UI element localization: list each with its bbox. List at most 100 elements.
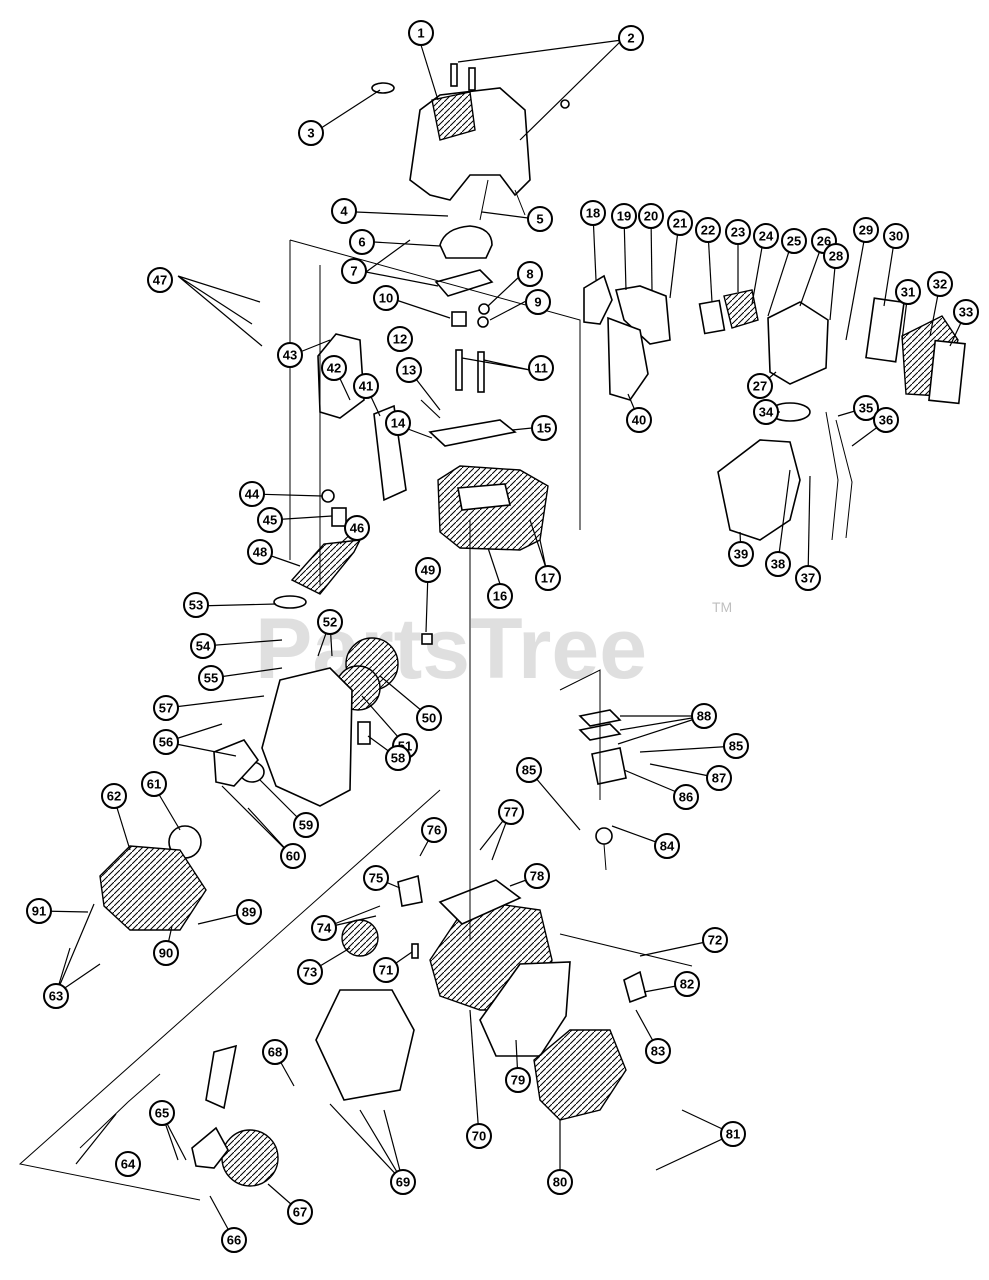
svg-text:30: 30 [889, 229, 903, 244]
svg-text:52: 52 [323, 615, 337, 630]
svg-text:57: 57 [159, 701, 173, 716]
svg-text:26: 26 [817, 234, 831, 249]
callout-69: 69 [390, 1169, 416, 1195]
svg-text:59: 59 [299, 818, 313, 833]
svg-text:13: 13 [402, 363, 416, 378]
callout-15: 15 [531, 415, 557, 441]
callout-83: 83 [645, 1038, 671, 1064]
callout-49: 49 [415, 557, 441, 583]
callout-58: 58 [385, 745, 411, 771]
callout-4: 4 [331, 198, 357, 224]
svg-text:67: 67 [293, 1205, 307, 1220]
svg-text:6: 6 [358, 235, 365, 250]
svg-text:82: 82 [680, 977, 694, 992]
callout-50: 50 [416, 705, 442, 731]
svg-text:56: 56 [159, 735, 173, 750]
callout-29: 29 [853, 217, 879, 243]
svg-text:58: 58 [391, 751, 405, 766]
svg-text:4: 4 [340, 204, 348, 219]
svg-text:42: 42 [327, 361, 341, 376]
callout-9: 9 [525, 289, 551, 315]
callout-19: 19 [611, 203, 637, 229]
callout-47: 47 [147, 267, 173, 293]
svg-text:78: 78 [530, 869, 544, 884]
svg-text:9: 9 [534, 295, 541, 310]
svg-text:68: 68 [268, 1045, 282, 1060]
part-spark-arrestor [290, 539, 362, 595]
callout-14: 14 [385, 410, 411, 436]
svg-text:45: 45 [263, 513, 277, 528]
callout-59: 59 [293, 812, 319, 838]
svg-text:47: 47 [153, 273, 167, 288]
callout-27: 27 [747, 373, 773, 399]
svg-text:87: 87 [712, 771, 726, 786]
svg-text:32: 32 [933, 277, 947, 292]
callout-53: 53 [183, 592, 209, 618]
callout-81: 81 [720, 1121, 746, 1147]
callout-labels: 1 2 3 4 5 6 7 8 9 10 11 12 13 14 15 16 1… [26, 20, 979, 1253]
svg-text:35: 35 [859, 401, 873, 416]
callout-87: 87 [706, 765, 732, 791]
callout-70: 70 [466, 1123, 492, 1149]
callout-72: 72 [702, 927, 728, 953]
callout-62: 62 [101, 783, 127, 809]
callout-77: 77 [498, 799, 524, 825]
callout-85b: 85 [723, 733, 749, 759]
svg-text:7: 7 [350, 264, 357, 279]
callout-13: 13 [396, 357, 422, 383]
svg-text:71: 71 [379, 963, 393, 978]
callout-8: 8 [517, 261, 543, 287]
callout-74: 74 [311, 915, 337, 941]
callout-68: 68 [262, 1039, 288, 1065]
svg-text:55: 55 [204, 671, 218, 686]
svg-text:19: 19 [617, 209, 631, 224]
callout-91: 91 [26, 898, 52, 924]
callout-34: 34 [753, 399, 779, 425]
svg-text:80: 80 [553, 1175, 567, 1190]
svg-text:54: 54 [196, 639, 211, 654]
svg-text:18: 18 [586, 206, 600, 221]
svg-text:84: 84 [660, 839, 675, 854]
part-cover-vents [431, 91, 476, 141]
svg-text:29: 29 [859, 223, 873, 238]
callout-63: 63 [43, 983, 69, 1009]
svg-text:90: 90 [159, 946, 173, 961]
callout-37: 37 [795, 565, 821, 591]
svg-text:22: 22 [701, 223, 715, 238]
svg-text:43: 43 [283, 348, 297, 363]
part-clutch-housing [261, 667, 353, 807]
part-crankcase-cover [533, 1029, 627, 1121]
svg-text:33: 33 [959, 305, 973, 320]
svg-text:28: 28 [829, 249, 843, 264]
callout-57: 57 [153, 695, 179, 721]
callout-86: 86 [673, 784, 699, 810]
callout-24: 24 [753, 223, 779, 249]
callout-5: 5 [527, 206, 553, 232]
svg-text:44: 44 [245, 487, 260, 502]
callout-1: 1 [408, 20, 434, 46]
svg-text:15: 15 [537, 421, 551, 436]
callout-76: 76 [421, 817, 447, 843]
callout-67: 67 [287, 1199, 313, 1225]
svg-text:5: 5 [536, 212, 543, 227]
part-crankcase-side [315, 989, 415, 1101]
callout-90: 90 [153, 940, 179, 966]
callout-54: 54 [190, 633, 216, 659]
callout-16: 16 [487, 583, 513, 609]
callout-44: 44 [239, 481, 265, 507]
callout-7: 7 [341, 258, 367, 284]
svg-text:53: 53 [189, 598, 203, 613]
svg-text:40: 40 [632, 413, 646, 428]
svg-text:46: 46 [350, 521, 364, 536]
svg-text:2: 2 [627, 31, 634, 46]
callout-21: 21 [667, 210, 693, 236]
svg-text:1: 1 [417, 26, 424, 41]
part-drawings [79, 63, 966, 1187]
callout-30: 30 [883, 223, 909, 249]
callout-40: 40 [626, 407, 652, 433]
svg-text:75: 75 [369, 871, 383, 886]
svg-text:91: 91 [32, 904, 46, 919]
callout-12: 12 [387, 326, 413, 352]
callout-79: 79 [505, 1067, 531, 1093]
